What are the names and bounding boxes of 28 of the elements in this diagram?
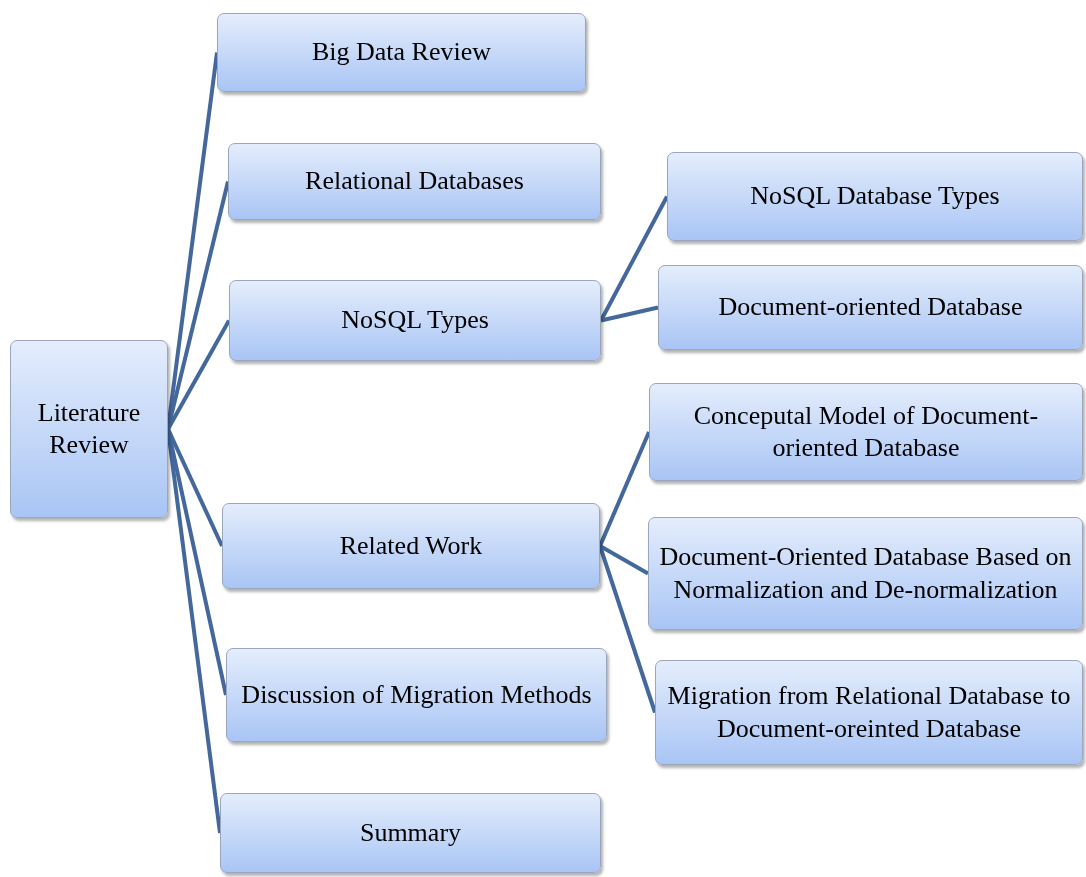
topic-label: Related Work	[339, 529, 483, 562]
topic-label: Summary	[359, 816, 462, 849]
topic-label: NoSQL Database Types	[750, 180, 1000, 213]
topic-label: Relational Databases	[305, 165, 524, 198]
topic-label: Conceputal Model of Document-oriented Database	[692, 399, 1040, 464]
topic-box	[228, 143, 601, 220]
topic-box	[222, 503, 600, 589]
topic-box	[226, 648, 607, 742]
topic-label: Discussion of Migration Methods	[241, 678, 592, 711]
topic-box	[655, 660, 1083, 765]
topic-box	[217, 13, 586, 92]
connector-line	[166, 428, 222, 834]
topic-box	[667, 152, 1083, 241]
topic-box	[658, 265, 1083, 350]
topic-label: Document-Oriented Database Based on Normalization and De-normalization	[658, 541, 1073, 606]
topic-box	[220, 793, 601, 873]
connector-line	[598, 431, 651, 547]
connector-line	[599, 544, 649, 576]
topic-box	[10, 340, 168, 518]
topic-box	[648, 517, 1083, 630]
topic-label: Migration from Relational Database to Document-oreinted Database	[666, 680, 1072, 745]
connector-line	[600, 305, 659, 323]
topic-label: NoSQL Types	[341, 304, 489, 337]
topic-label: Literature Review	[36, 396, 142, 461]
topic-box	[229, 280, 601, 361]
topic-label: Document-oriented Database	[718, 291, 1023, 324]
topic-box	[649, 383, 1083, 481]
topic-label: Big Data Review	[311, 36, 492, 69]
